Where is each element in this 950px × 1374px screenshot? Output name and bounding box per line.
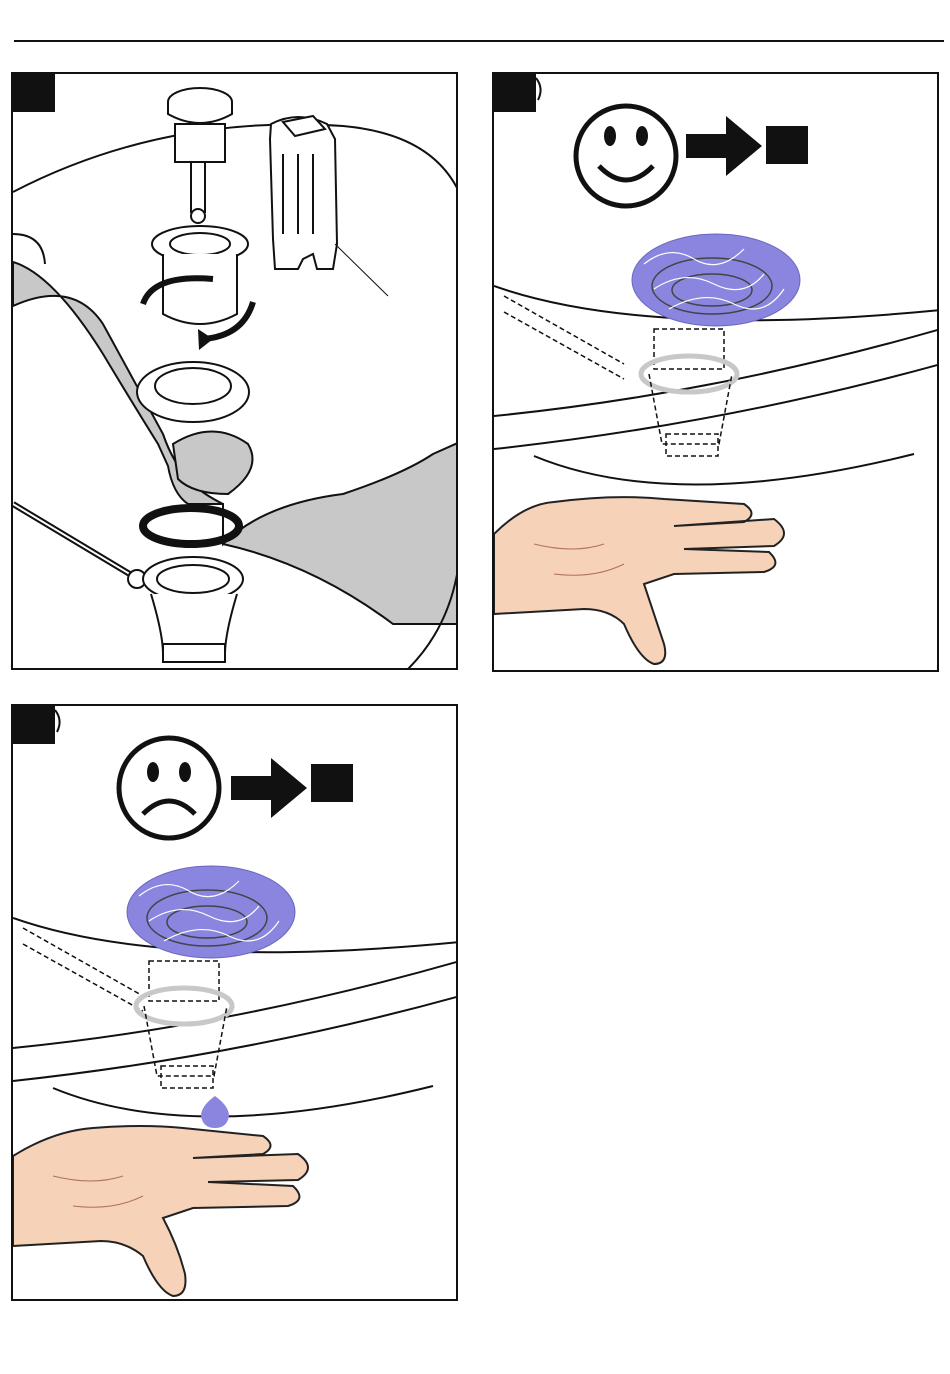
panel-test-ok [492,72,939,672]
smiley-sad-icon [119,738,219,838]
panel-test-leak [11,704,458,1301]
hand-icon [13,1126,308,1296]
arrow-right-icon [686,116,762,176]
arrow-right-icon [231,758,307,818]
water-icon [127,866,295,958]
hand-icon [494,497,784,664]
smiley-happy-icon [576,106,676,206]
test-leak-illustration [13,706,458,1301]
gasket-icon [137,362,249,422]
disassembly-illustration [13,74,458,670]
next-step-box-icon [311,764,353,802]
panel-disassembly [11,72,458,670]
tool-icon [270,116,388,296]
next-step-box-icon [766,126,808,164]
o-ring-icon [143,508,239,544]
header-rule [14,40,944,42]
water-icon [632,234,800,326]
flange-icon [143,226,253,350]
drain-body-icon [13,504,243,662]
test-ok-illustration [494,74,939,672]
stopper-icon [168,88,232,223]
basin-rim-line [13,124,458,194]
